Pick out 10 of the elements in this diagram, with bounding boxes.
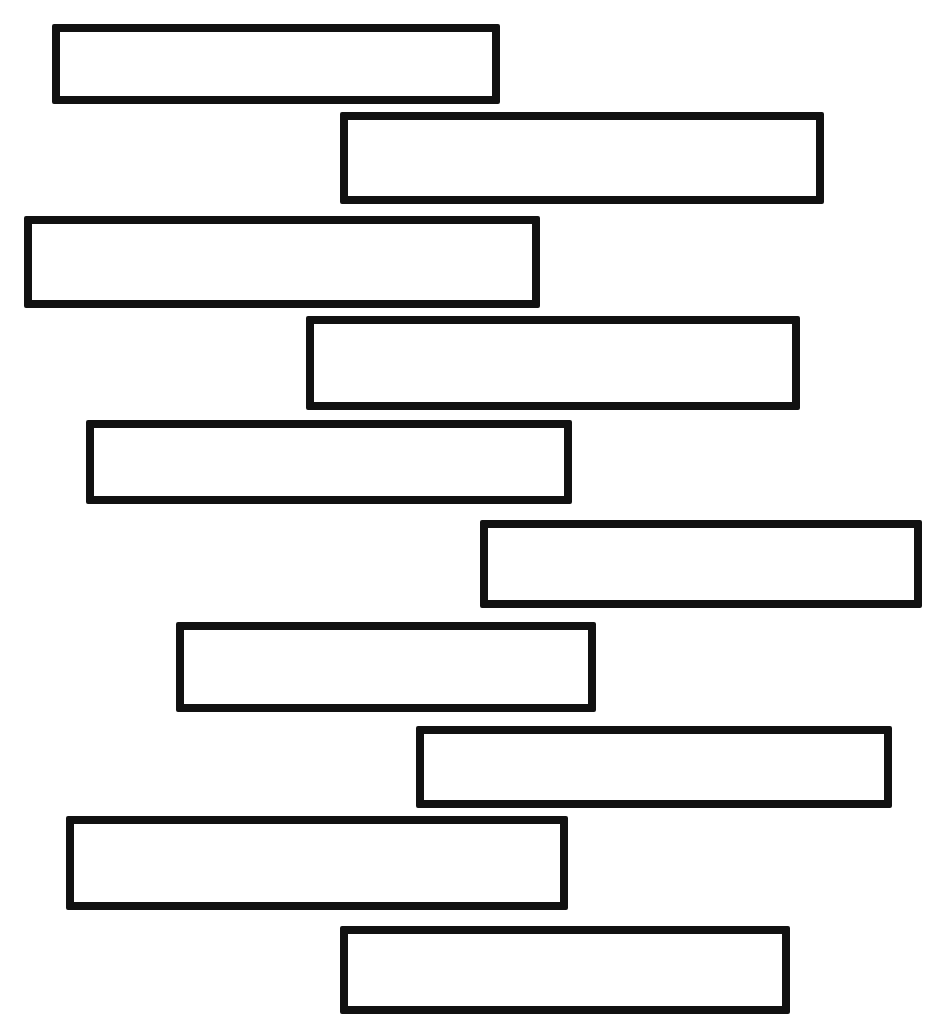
empty-box xyxy=(340,926,790,1014)
empty-box xyxy=(306,316,800,410)
empty-box xyxy=(86,420,572,504)
empty-box xyxy=(340,112,824,204)
empty-box xyxy=(480,520,922,608)
empty-box xyxy=(52,24,500,104)
empty-box xyxy=(66,816,568,910)
empty-box xyxy=(416,726,892,808)
empty-box xyxy=(24,216,540,308)
empty-box xyxy=(176,622,596,712)
